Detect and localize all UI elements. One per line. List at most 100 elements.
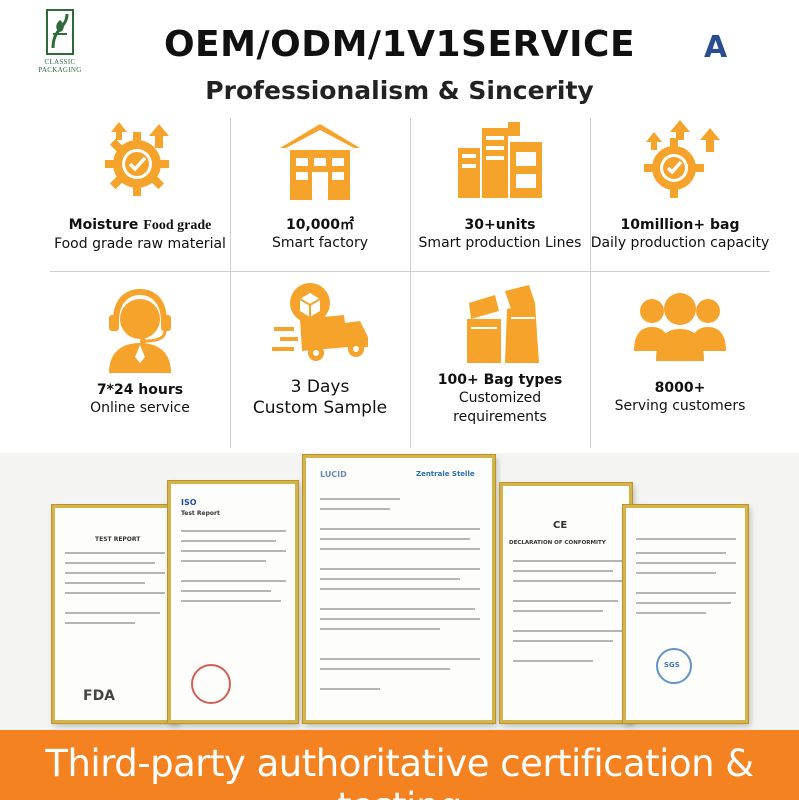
doc-line: [320, 668, 450, 670]
feature-subtitle: Smart production Lines: [418, 235, 582, 251]
doc-line: [181, 590, 271, 592]
certificate-heading: Test Report: [181, 510, 220, 517]
feature-grid: Moisture Food grade Food grade raw mater…: [50, 113, 770, 453]
feature-online-service: 7*24 hours Online service: [50, 281, 230, 418]
title-badge: A: [704, 30, 728, 65]
doc-line: [181, 530, 286, 532]
customers-group-icon: [634, 293, 726, 361]
feature-serving-customers: 8000+ Serving customers: [590, 281, 770, 416]
doc-line: [181, 550, 286, 552]
doc-line: [513, 580, 623, 582]
banner-text: Third-party authoritative certification …: [45, 742, 754, 800]
doc-line: [65, 592, 165, 594]
doc-line: [320, 688, 380, 690]
certificate-mark: Zentrale Stelle: [416, 470, 475, 478]
leaf-logo-icon: [46, 9, 74, 55]
divider: [410, 118, 411, 448]
doc-line: [513, 610, 603, 612]
certificate-heading: LUCID: [320, 470, 347, 479]
doc-line: [320, 528, 480, 530]
certificate-mark: CE: [553, 520, 568, 531]
bag-types-icon: [467, 285, 539, 363]
doc-line: [513, 660, 593, 662]
doc-line: [636, 612, 706, 614]
delivery-truck-icon: [272, 283, 368, 361]
divider: [50, 271, 770, 272]
certificates-area: TEST REPORT FDA ISO Test Report LUCID Ze…: [0, 453, 799, 730]
doc-line: [513, 640, 613, 642]
doc-line: [636, 572, 716, 574]
doc-line: [636, 592, 736, 594]
red-stamp-icon: [191, 664, 231, 704]
feature-daily-capacity: 10million+ bag Daily production capacity: [590, 118, 770, 253]
doc-line: [513, 560, 623, 562]
sgs-seal-icon: [656, 648, 692, 684]
doc-line: [181, 580, 286, 582]
feature-subtitle: Online service: [90, 400, 190, 416]
doc-line: [636, 552, 726, 554]
doc-line: [513, 600, 618, 602]
doc-line: [320, 498, 400, 500]
certificate-iso: ISO Test Report: [168, 481, 298, 723]
bottom-banner: Third-party authoritative certification …: [0, 730, 799, 800]
divider: [590, 118, 591, 448]
feature-title-part: Moisture: [68, 217, 139, 233]
certificate-heading: TEST REPORT: [95, 536, 141, 543]
certificate-mark: SGS: [664, 661, 680, 669]
feature-factory: 10,000㎡ Smart factory: [230, 118, 410, 253]
certificate-mark: ISO: [181, 498, 197, 507]
feature-subtitle: Custom Sample: [252, 398, 388, 418]
doc-line: [320, 548, 480, 550]
feature-title: 7*24 hours: [96, 382, 184, 398]
doc-line: [65, 572, 165, 574]
certificate-zentrale: LUCID Zentrale Stelle: [303, 455, 495, 723]
doc-line: [65, 612, 160, 614]
doc-line: [320, 618, 480, 620]
certificate-ce: CE DECLARATION OF CONFORMITY: [500, 483, 632, 723]
feature-title: 3 Days: [290, 377, 350, 397]
feature-custom-sample: 3 Days Custom Sample: [230, 281, 410, 419]
doc-line: [65, 562, 155, 564]
gear-growth-icon: [644, 120, 720, 198]
feature-title-part: Food grade: [143, 218, 212, 233]
doc-line: [320, 658, 480, 660]
certificate-mark: FDA: [83, 688, 116, 704]
doc-line: [181, 560, 266, 562]
doc-line: [320, 628, 440, 630]
doc-line: [513, 630, 623, 632]
gear-check-icon: [105, 122, 169, 196]
certificate-fda: TEST REPORT FDA: [52, 505, 177, 723]
doc-line: [320, 508, 390, 510]
feature-title: 8000+: [654, 380, 706, 396]
feature-subtitle: Daily production capacity: [590, 235, 770, 251]
page-subtitle: Professionalism & Sincerity: [205, 76, 594, 105]
brand-logo: CLASSIC PACKAGING: [22, 8, 98, 74]
factory-icon: [280, 124, 360, 200]
feature-subtitle: Serving customers: [614, 398, 746, 414]
page-title: OEM/ODM/1V1SERVICE: [163, 24, 636, 65]
production-line-icon: [458, 122, 542, 198]
logo-text: CLASSIC PACKAGING: [38, 58, 82, 74]
feature-subtitle: Food grade raw material: [54, 236, 226, 252]
feature-title: 100+ Bag types: [437, 372, 563, 388]
feature-title: 10million+ bag: [620, 217, 740, 233]
doc-line: [65, 552, 165, 554]
feature-title: 10,000㎡: [285, 217, 355, 233]
customer-service-icon: [109, 289, 171, 373]
doc-line: [65, 582, 145, 584]
doc-line: [181, 600, 281, 602]
doc-line: [320, 578, 460, 580]
feature-bag-types: 100+ Bag types Customized requirements: [410, 281, 590, 427]
doc-line: [65, 622, 135, 624]
feature-title: 30+units: [464, 217, 536, 233]
feature-food-grade: Moisture Food grade Food grade raw mater…: [50, 118, 230, 254]
doc-line: [181, 540, 276, 542]
doc-line: [320, 568, 480, 570]
doc-line: [636, 602, 731, 604]
doc-line: [320, 588, 480, 590]
doc-line: [513, 570, 613, 572]
feature-production-lines: 30+units Smart production Lines: [410, 118, 590, 253]
feature-subtitle-2: requirements: [453, 409, 547, 425]
feature-title: Moisture Food grade: [50, 216, 230, 235]
feature-subtitle: Customized: [458, 390, 542, 406]
